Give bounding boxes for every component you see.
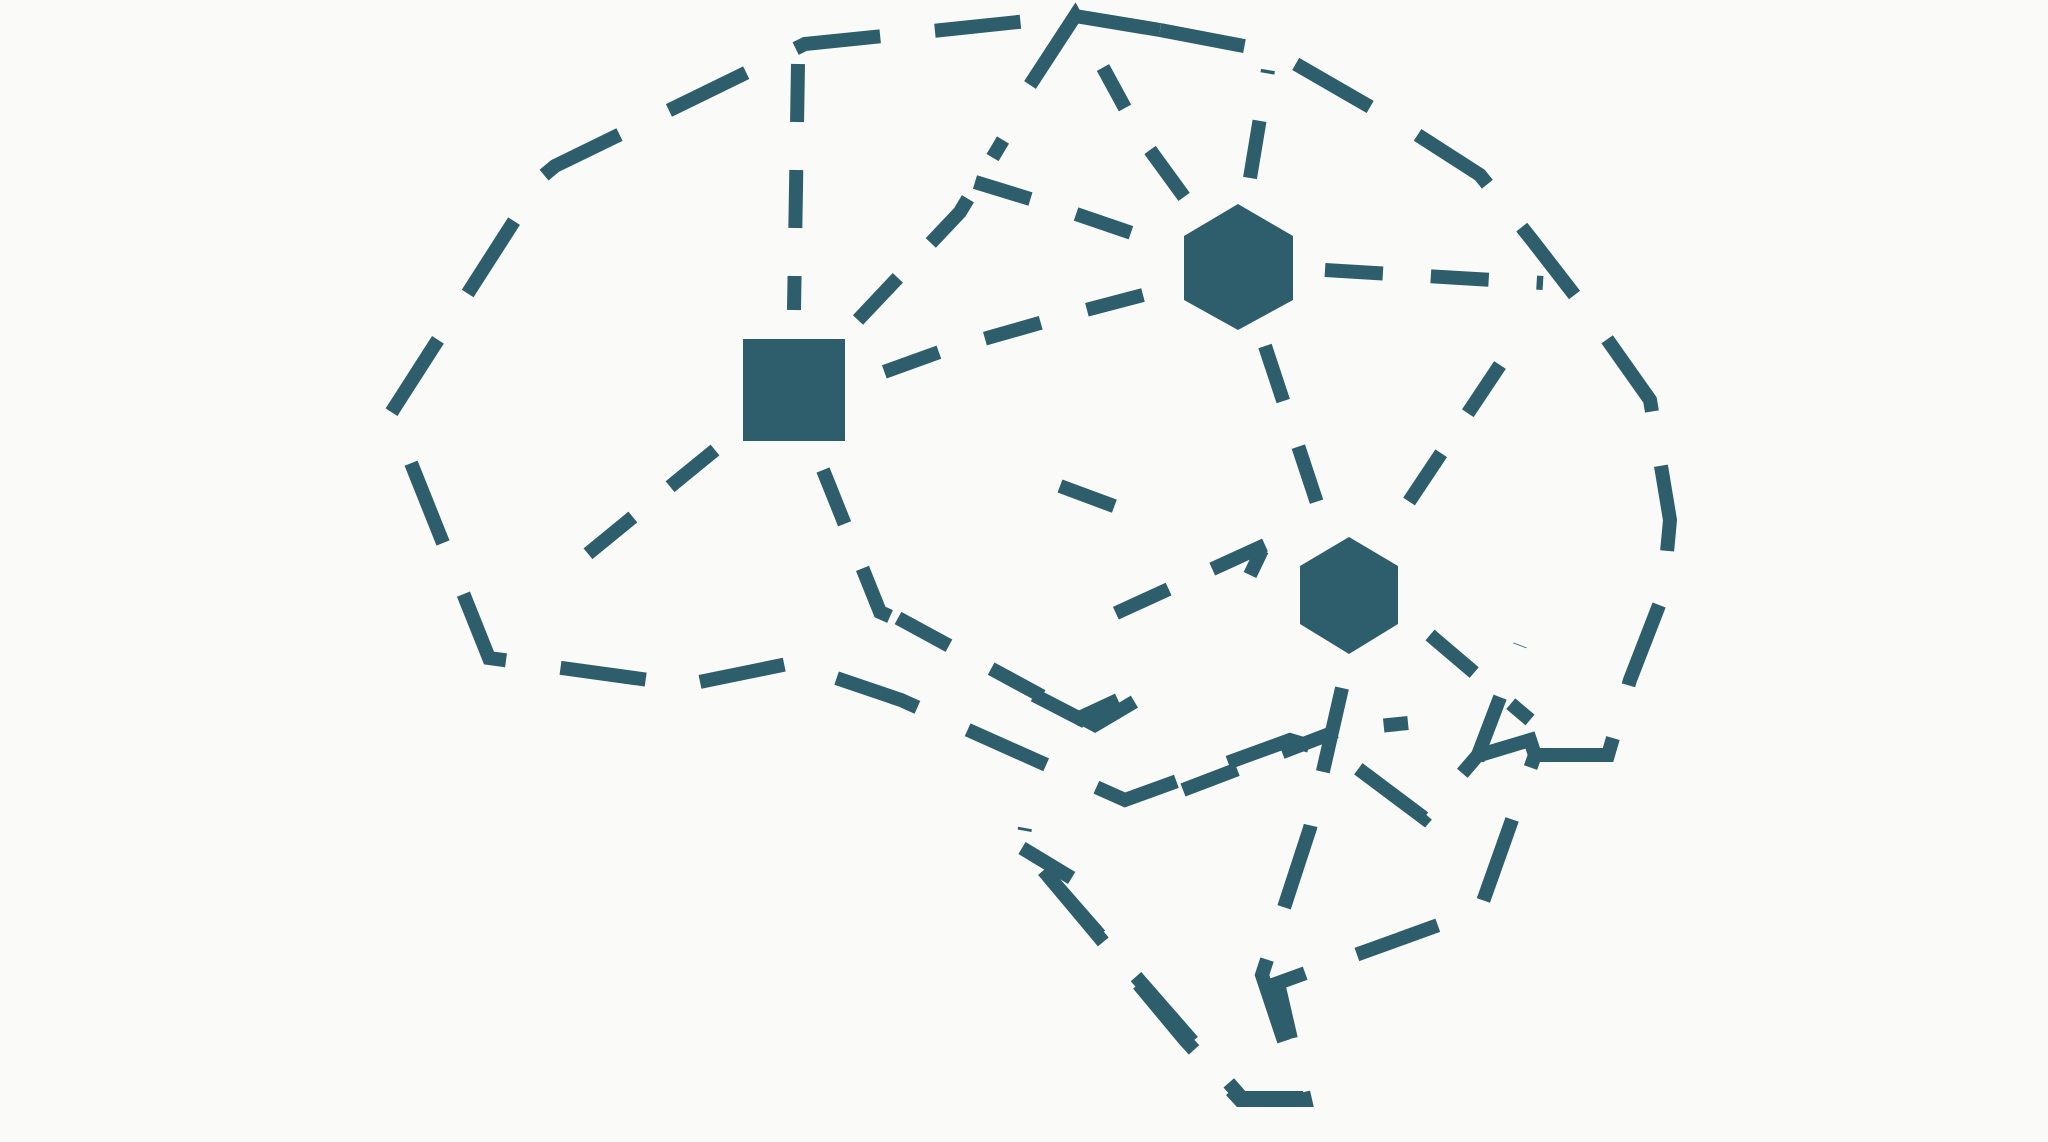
edge-hex-top-up (1243, 68, 1275, 180)
edge-bottom-center (1180, 716, 1409, 797)
edge-lower-left-branch (894, 611, 1175, 734)
edge-hex-top-square (881, 288, 1145, 379)
edge-square-mid-left (568, 444, 720, 572)
bubble-outline-left (383, 8, 1527, 828)
edge-lower-x (1030, 688, 1096, 732)
bubble-tail (1009, 686, 1349, 1105)
hexagon-node-icon (1184, 204, 1293, 330)
edge-hex-top-diagonal (1144, 145, 1196, 210)
edge-hex-bottom-left (1087, 538, 1268, 632)
bubble-outline-right (1014, 23, 1678, 1107)
edge-hex-top-hex-bottom (1258, 343, 1327, 515)
edge-right-diagonal (1394, 361, 1506, 519)
square-node-icon (743, 339, 845, 441)
edge-hex-bottom-right (1425, 629, 1535, 726)
edge-mid-cross (1057, 479, 1133, 519)
edge-lower-arrow (1018, 842, 1079, 886)
edge-square-down (816, 467, 901, 627)
edge-square-upleft (852, 136, 1010, 325)
edge-square-top (787, 63, 805, 311)
hexagon-node-icon (1300, 537, 1398, 654)
edge-upper-chevron (972, 175, 1155, 247)
edge-hex-bottom-small (1243, 546, 1269, 579)
edge-hex-top-right (1324, 263, 1544, 290)
top-spike (1024, 2, 1132, 112)
